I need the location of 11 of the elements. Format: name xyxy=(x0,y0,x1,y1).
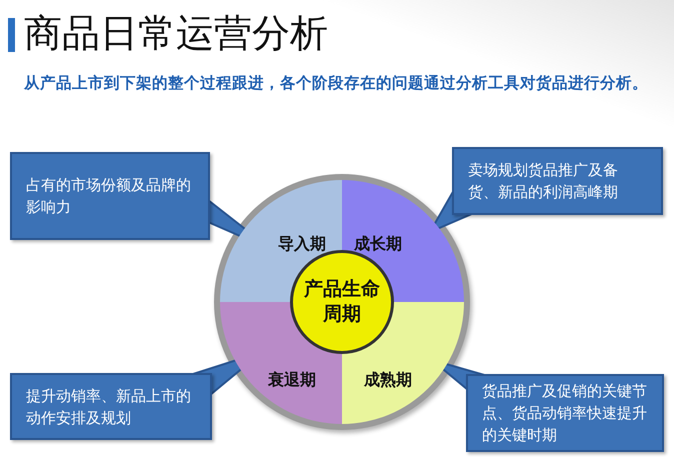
stage-label: 成长期 xyxy=(354,234,402,255)
stage-label: 成熟期 xyxy=(364,370,412,391)
callout-box: 卖场规划货品推广及备货、新品的利润高峰期 xyxy=(452,147,663,215)
callout-box: 货品推广及促销的关键节点、货品动销率快速提升的关键时期 xyxy=(466,374,664,452)
callout-box: 提升动销率、新品上市的动作安排及规划 xyxy=(10,373,212,440)
title: 商品日常运营分析 xyxy=(24,10,328,57)
stage-label: 衰退期 xyxy=(268,370,316,391)
callout-box: 占有的市场份额及品牌的影响力 xyxy=(10,152,210,240)
center-label: 产品生命周期 xyxy=(303,277,381,327)
stage-label: 导入期 xyxy=(278,234,326,255)
description-text: 从产品上市到下架的整个过程跟进，各个阶段存在的问题通过分析工具对货品进行分析。 xyxy=(24,73,649,94)
